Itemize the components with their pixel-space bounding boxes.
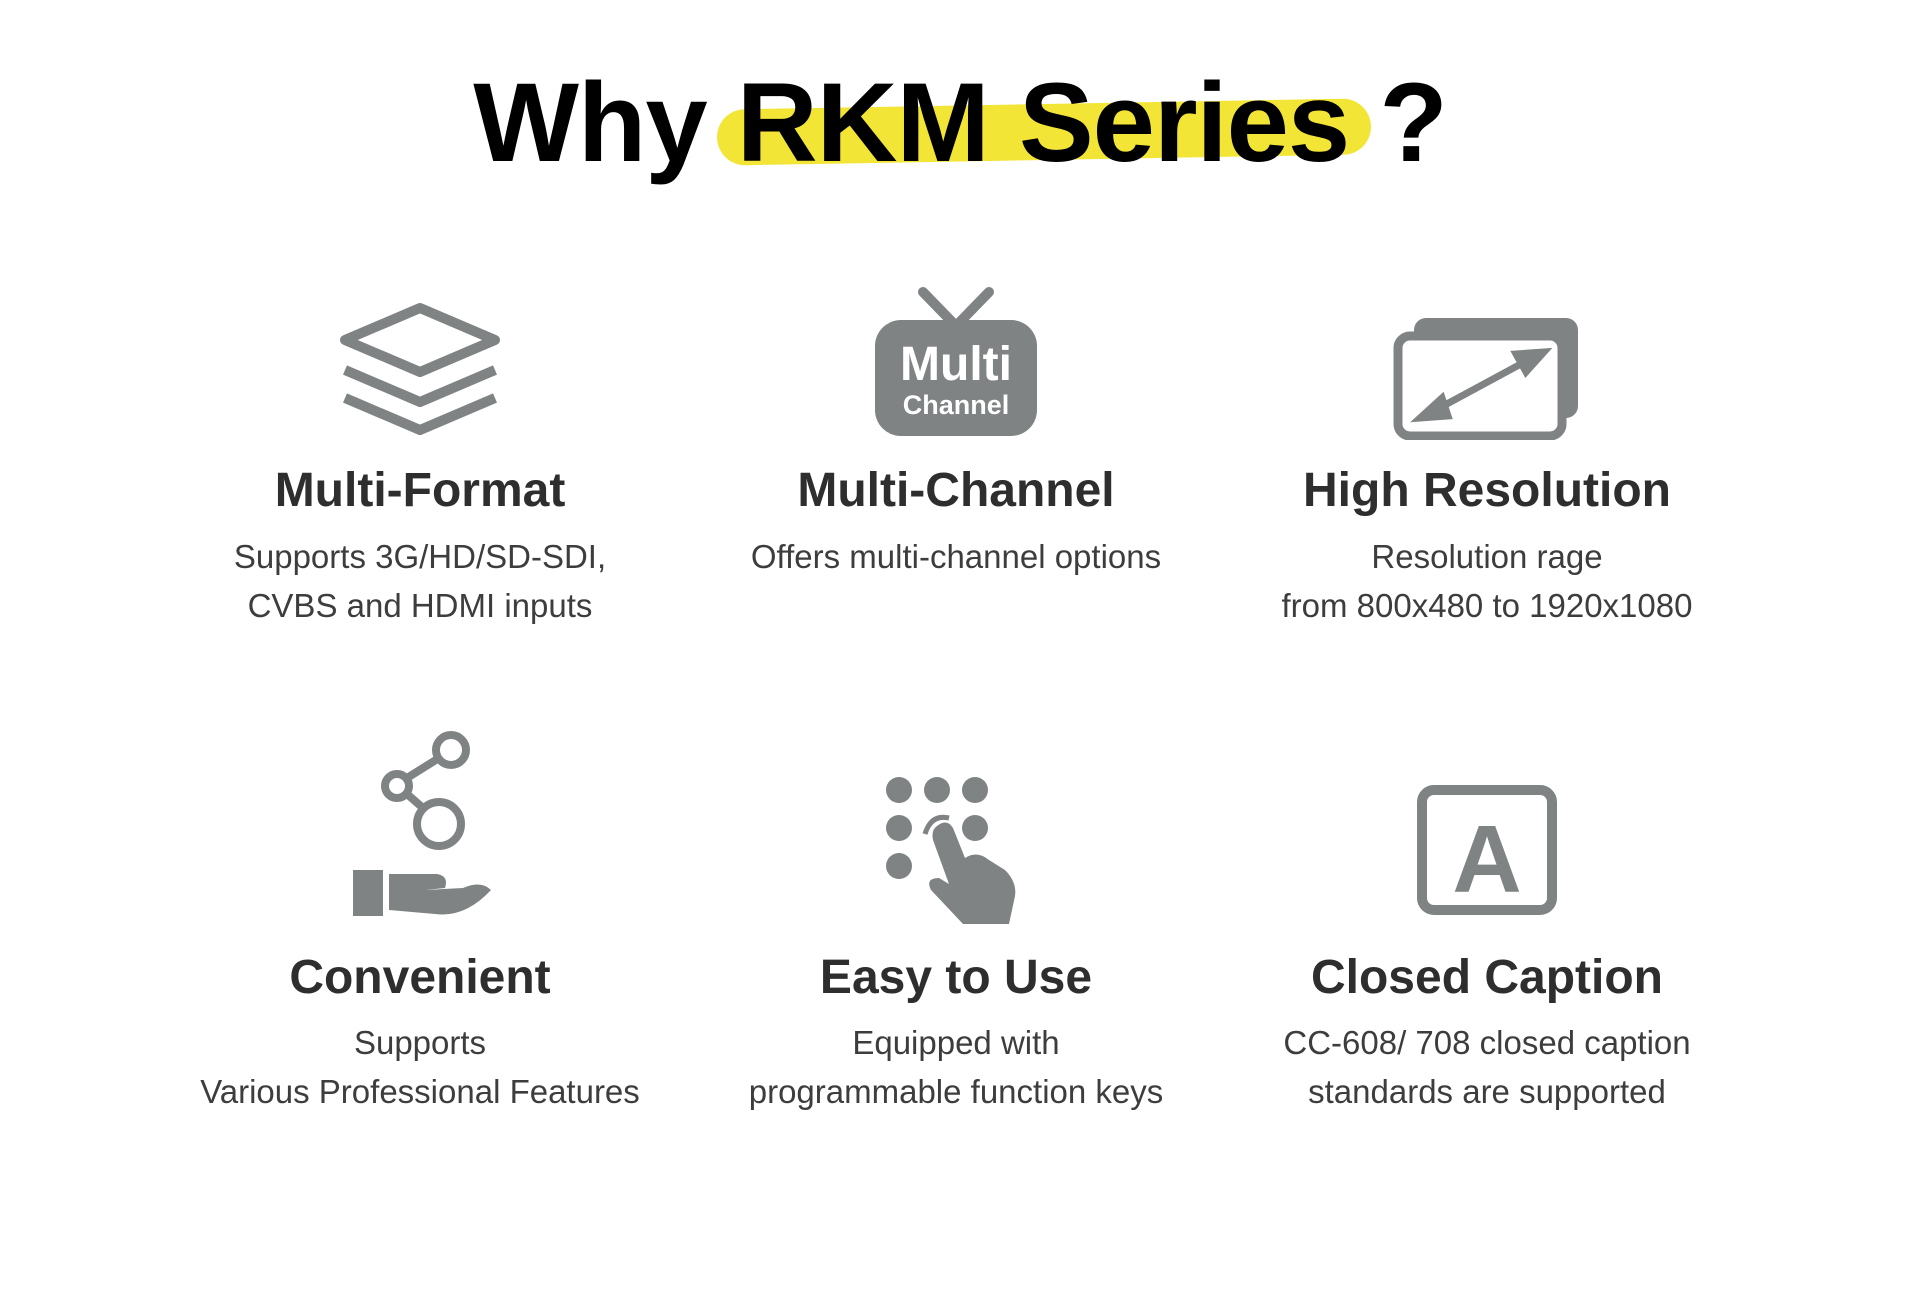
- feature-description: Resolution rage from 800x480 to 1920x1080: [1207, 532, 1767, 630]
- caption-icon-letter: A: [1452, 806, 1521, 913]
- keypad-touch-icon: [886, 777, 1016, 924]
- feature-description: Equipped with programmable function keys: [676, 1018, 1236, 1116]
- title-prefix: Why: [473, 60, 707, 185]
- description-line: Resolution rage: [1371, 538, 1603, 575]
- description-line: Supports: [353, 1024, 487, 1061]
- feature-description: CC-608/ 708 closed caption standards are …: [1207, 1018, 1767, 1116]
- feature-heading: Multi-Format: [274, 464, 566, 517]
- description-line: standards are supported: [1308, 1073, 1666, 1110]
- tv-icon-text: Channel: [903, 390, 1010, 420]
- title-highlight-text: RKM Series: [736, 60, 1350, 185]
- page-title: Why RKM Series ?: [0, 58, 1920, 187]
- description-line: Equipped with: [852, 1024, 1060, 1061]
- description-line: programmable function keys: [748, 1073, 1164, 1110]
- feature-heading: Easy to Use: [819, 951, 1093, 1004]
- tv-icon: Multi Channel: [875, 287, 1037, 436]
- hand-share-icon: [353, 731, 491, 916]
- description-line: CVBS and HDMI inputs: [247, 587, 593, 624]
- description-line: Offers multi-channel options: [750, 538, 1162, 575]
- title-suffix: ?: [1379, 60, 1447, 185]
- caption-a-icon: A: [1417, 785, 1557, 915]
- feature-heading: Closed Caption: [1310, 951, 1663, 1004]
- feature-heading: Convenient: [289, 951, 551, 1004]
- description-line: Supports 3G/HD/SD-SDI,: [233, 538, 607, 575]
- description-line: Various Professional Features: [200, 1073, 640, 1110]
- resize-screen-icon: [1393, 318, 1578, 440]
- feature-description: Supports 3G/HD/SD-SDI, CVBS and HDMI inpu…: [140, 532, 700, 630]
- layers-icon: [340, 303, 500, 435]
- title-highlight: RKM Series: [736, 58, 1350, 187]
- feature-heading: High Resolution: [1303, 464, 1671, 517]
- feature-description: Offers multi-channel options: [676, 532, 1236, 581]
- tv-icon-text: Multi: [900, 338, 1012, 391]
- description-line: from 800x480 to 1920x1080: [1281, 587, 1693, 624]
- description-line: CC-608/ 708 closed caption: [1283, 1024, 1691, 1061]
- feature-heading: Multi-Channel: [797, 464, 1115, 517]
